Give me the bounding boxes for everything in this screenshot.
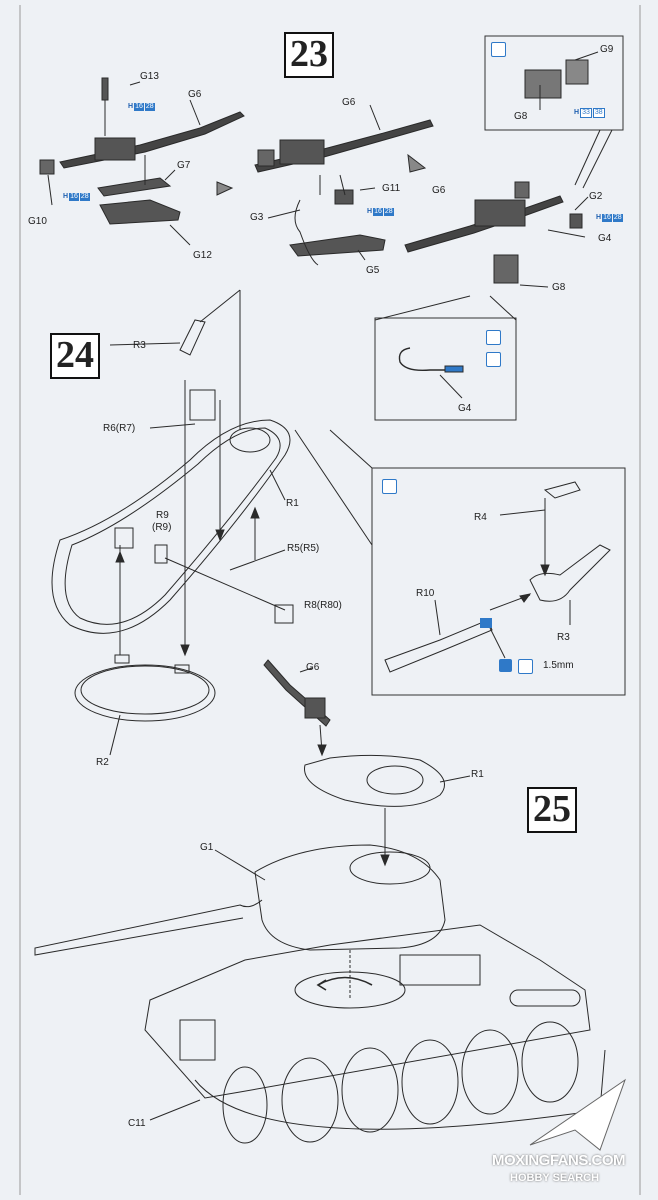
paint-icon — [491, 42, 506, 57]
part-label: G9 — [600, 44, 614, 55]
part-label: G7 — [177, 160, 191, 171]
part-label: R1 — [286, 498, 299, 509]
step-number-23: 23 — [284, 32, 334, 78]
part-label: G6 — [188, 89, 202, 100]
part-label: G10 — [28, 216, 47, 227]
part-label: G3 — [250, 212, 264, 223]
part-label: G11 — [382, 183, 401, 194]
part-label: C11 — [128, 1118, 146, 1129]
part-label: G5 — [366, 265, 380, 276]
part-label: R9 — [156, 510, 169, 521]
gun-assembly-3 — [404, 181, 583, 284]
part-label: R2 — [96, 757, 109, 768]
part-label: G6 — [306, 662, 320, 673]
part-label: G6 — [342, 97, 356, 108]
gun-assembly-2 — [254, 119, 434, 257]
paint-icon — [486, 330, 501, 345]
part-label: G8 — [514, 111, 528, 122]
part-label: R1 — [471, 769, 484, 780]
part-label: (R9) — [152, 522, 172, 533]
part-label: R4 — [474, 512, 487, 523]
part-label: R10 — [416, 588, 435, 599]
turret-gun — [263, 659, 331, 727]
part-label: R3 — [133, 340, 146, 351]
watermark-text: MOXINGFANS.COM — [492, 1152, 626, 1169]
cut-icon — [499, 659, 512, 672]
size-label: 1.5mm — [543, 660, 574, 671]
part-label: G8 — [552, 282, 566, 293]
watermark-logo — [529, 1078, 626, 1151]
part-label: R5(R5) — [287, 543, 320, 554]
step-number-24: 24 — [50, 333, 100, 379]
part-label: R8(R80) — [304, 600, 342, 611]
tank-hull — [34, 844, 606, 1144]
weathering-icon — [518, 659, 533, 674]
part-label: R6(R7) — [103, 423, 136, 434]
step-number-25: 25 — [527, 787, 577, 833]
watermark-subtext: HOBBY SEARCH — [510, 1172, 600, 1184]
part-label: G6 — [432, 185, 446, 196]
part-label: R3 — [557, 632, 570, 643]
part-label: G4 — [458, 403, 472, 414]
part-label: G1 — [200, 842, 214, 853]
weathering-icon — [486, 352, 501, 367]
part-label: G4 — [598, 233, 612, 244]
part-label: G13 — [140, 71, 159, 82]
gun-assembly-1 — [39, 77, 245, 225]
part-label: G2 — [589, 191, 603, 202]
part-label: G12 — [193, 250, 212, 261]
paint-icon — [382, 479, 397, 494]
